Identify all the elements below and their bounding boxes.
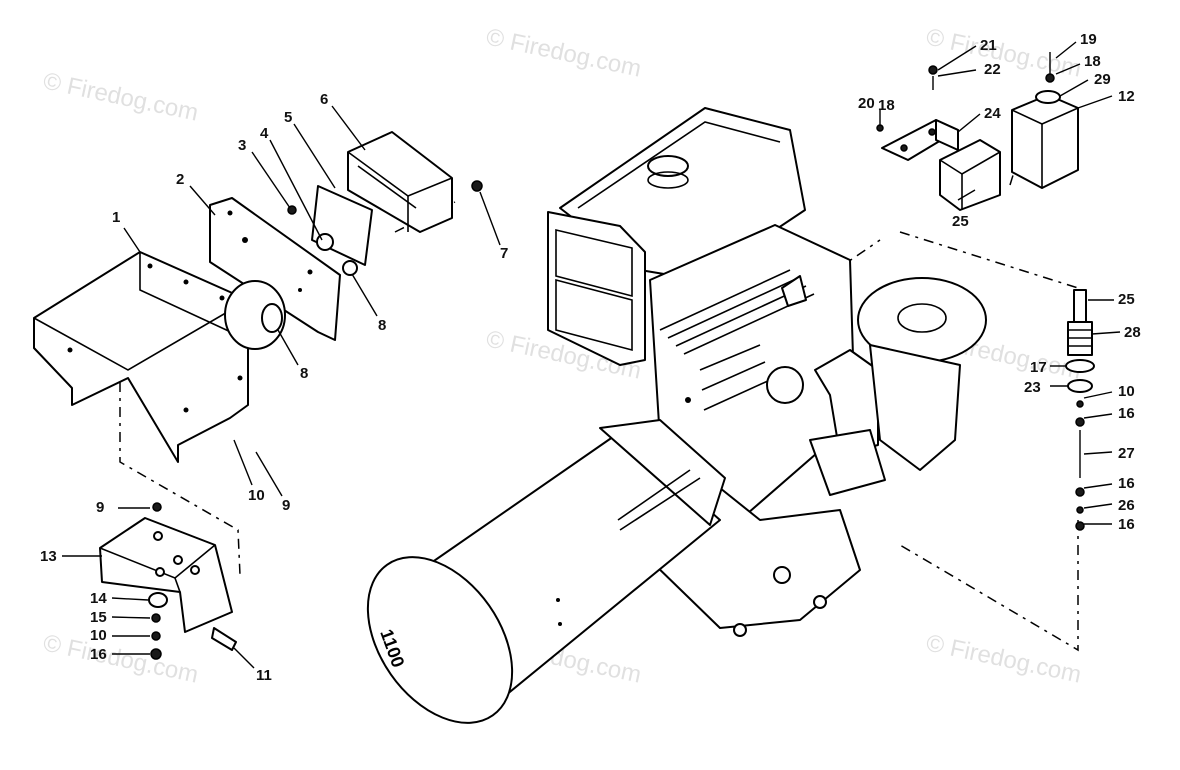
- callout-10: 10: [248, 487, 265, 504]
- callout-18: 18: [878, 97, 895, 114]
- callout-16b: 16: [1118, 405, 1135, 422]
- callout-27: 27: [1118, 445, 1135, 462]
- callout-2: 2: [176, 171, 184, 188]
- callout-18b: 18: [1084, 53, 1101, 70]
- callout-8b: 8: [300, 365, 308, 382]
- part-13-bracket: [99, 502, 237, 660]
- callout-13: 13: [40, 548, 57, 565]
- callout-16: 16: [90, 646, 107, 663]
- callout-11: 11: [256, 667, 272, 684]
- watermark: © Firedog.com: [484, 23, 644, 82]
- generator-housing: 1100: [366, 419, 726, 724]
- callout-5: 5: [284, 109, 292, 126]
- callout-17: 17: [1030, 359, 1047, 376]
- part-1-shroud: [33, 251, 249, 463]
- callout-15: 15: [90, 609, 107, 626]
- callout-9b: 9: [282, 497, 290, 514]
- watermark: © Firedog.com: [41, 67, 201, 126]
- callout-23: 23: [1024, 379, 1041, 396]
- relay-box-25: [939, 139, 1001, 211]
- parts-3-4-5: [287, 185, 373, 266]
- callout-20: 20: [858, 95, 875, 112]
- part-12-box: [1011, 52, 1079, 189]
- callout-28: 28: [1124, 324, 1141, 341]
- callout-25b: 25: [1118, 291, 1135, 308]
- callout-6: 6: [320, 91, 328, 108]
- callout-8: 8: [378, 317, 386, 334]
- rod-stack: [1065, 289, 1095, 531]
- callout-12: 12: [1118, 88, 1135, 105]
- mount-bracket-24: [876, 65, 959, 161]
- callout-24: 24: [984, 105, 1001, 122]
- callout-21: 21: [980, 37, 997, 54]
- callout-4: 4: [260, 125, 269, 142]
- callout-16d: 16: [1118, 516, 1135, 533]
- callout-19: 19: [1080, 31, 1097, 48]
- callout-26: 26: [1118, 497, 1135, 514]
- part-6-duct: [347, 131, 453, 233]
- callout-3: 3: [238, 137, 246, 154]
- callout-1: 1: [112, 209, 120, 226]
- callout-10b: 10: [90, 627, 107, 644]
- leader-lines: [62, 41, 1121, 669]
- callout-labels: 1 2 3 4 5 6 7 8 8 9 9 10 10 11 13 14 15 …: [40, 31, 1141, 684]
- callout-9: 9: [96, 499, 104, 516]
- callout-14: 14: [90, 590, 107, 607]
- callout-16c: 16: [1118, 475, 1135, 492]
- callout-25: 25: [952, 213, 969, 230]
- hardware-7-8: [261, 180, 483, 333]
- callout-29: 29: [1094, 71, 1111, 88]
- watermark: © Firedog.com: [41, 629, 201, 688]
- callout-7: 7: [500, 245, 508, 262]
- callout-10c: 10: [1118, 383, 1135, 400]
- callout-22: 22: [984, 61, 1001, 78]
